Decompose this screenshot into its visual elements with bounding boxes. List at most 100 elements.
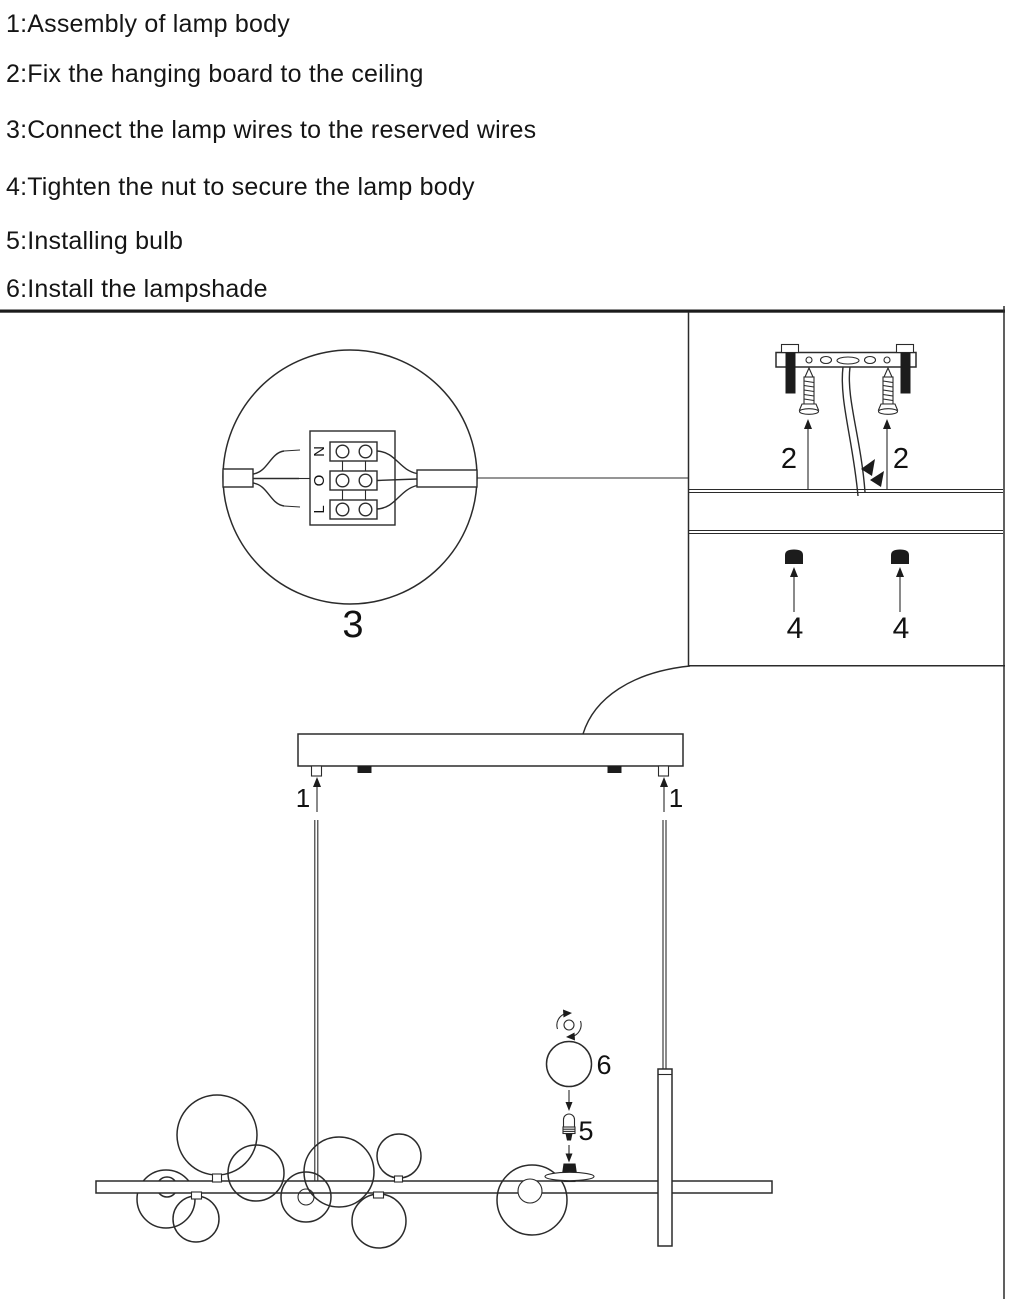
instruction-line-1: 1:Assembly of lamp body bbox=[6, 10, 290, 38]
wire bbox=[252, 450, 285, 475]
arrowhead bbox=[883, 419, 891, 429]
screw-right-icon bbox=[877, 366, 899, 415]
globe-fitting bbox=[517, 1178, 543, 1204]
bolt-cap bbox=[895, 343, 915, 354]
terminal-label-n: N bbox=[311, 446, 328, 457]
step5-label: 5 bbox=[578, 1116, 593, 1146]
bare-wire-tip bbox=[283, 505, 301, 508]
terminal-row-ground bbox=[329, 470, 378, 491]
ceiling-canopy bbox=[297, 733, 684, 767]
instruction-line-4: 4:Tighten the nut to secure the lamp bod… bbox=[6, 173, 475, 201]
board-slot bbox=[836, 356, 860, 365]
bare-wire-tip bbox=[283, 449, 301, 452]
glass-globe bbox=[280, 1171, 332, 1223]
globe-stem bbox=[393, 1175, 404, 1183]
bolt-shaft bbox=[900, 352, 911, 394]
nut-right bbox=[891, 549, 909, 564]
glass-globe bbox=[376, 1133, 422, 1179]
bulb-installation: 6 5 bbox=[544, 1009, 612, 1183]
glass-globe bbox=[303, 1136, 375, 1208]
step6-label: 6 bbox=[596, 1050, 611, 1080]
arrowhead bbox=[790, 567, 798, 577]
wire-end-arrow-icon bbox=[870, 471, 884, 487]
step4-label-right: 4 bbox=[893, 612, 910, 645]
terminal-screw bbox=[335, 502, 350, 517]
glass-globe bbox=[136, 1169, 196, 1229]
globe-stem bbox=[372, 1191, 385, 1199]
frame-lines bbox=[0, 306, 1005, 1299]
terminal-row-n bbox=[329, 441, 378, 462]
glass-globe bbox=[351, 1193, 407, 1249]
screw-tip bbox=[883, 366, 893, 378]
board-hole bbox=[819, 355, 833, 365]
step2-hanging-board-panel: 2 2 bbox=[775, 343, 917, 497]
bulb-glass bbox=[562, 1113, 576, 1128]
step4-nuts-panel: 4 4 bbox=[785, 549, 910, 645]
anchor-bolt-left bbox=[780, 343, 800, 394]
board-hole bbox=[805, 356, 813, 364]
bolt-shaft bbox=[785, 352, 796, 394]
arrowhead bbox=[660, 777, 668, 787]
bulb-base bbox=[562, 1126, 576, 1135]
anchor-bolt-right bbox=[895, 343, 915, 394]
arrowhead bbox=[565, 1102, 573, 1111]
lamp-bar bbox=[95, 1180, 773, 1194]
terminal-label-l: L bbox=[311, 505, 328, 513]
socket-cap bbox=[562, 1163, 577, 1174]
instruction-line-6: 6:Install the lampshade bbox=[6, 275, 268, 303]
arrowhead bbox=[896, 567, 904, 577]
board-hole bbox=[883, 356, 891, 364]
lampshade-globe bbox=[545, 1040, 593, 1088]
canopy-assembly: 1 1 bbox=[296, 665, 691, 1184]
terminal-row-l bbox=[329, 499, 378, 520]
divider-line bbox=[0, 309, 1005, 313]
bulb-socket bbox=[544, 1163, 595, 1183]
glass-globe bbox=[172, 1195, 220, 1243]
step3-label: 3 bbox=[342, 604, 363, 646]
terminal-screw bbox=[358, 502, 373, 517]
wire bbox=[376, 450, 418, 475]
globe-stem bbox=[190, 1191, 203, 1200]
canopy-tab bbox=[607, 766, 622, 773]
glass-globe bbox=[227, 1144, 285, 1202]
lamp-body bbox=[95, 1068, 773, 1249]
step2-label-left: 2 bbox=[781, 443, 797, 475]
wire bbox=[376, 484, 418, 510]
socket-flange bbox=[544, 1171, 595, 1182]
step2-label-right: 2 bbox=[893, 443, 909, 475]
screw-tip bbox=[804, 366, 814, 378]
step1-label-right: 1 bbox=[669, 783, 683, 813]
screw-left-icon bbox=[798, 366, 820, 415]
cable-end-left bbox=[222, 468, 254, 488]
globe-stem bbox=[211, 1173, 223, 1183]
pendant-rod bbox=[657, 1068, 673, 1247]
rotate-icon bbox=[556, 1009, 582, 1041]
reference-curve bbox=[582, 665, 691, 735]
arrowhead bbox=[565, 1153, 573, 1163]
wire bbox=[376, 478, 418, 482]
instruction-line-5: 5:Installing bulb bbox=[6, 227, 184, 255]
instruction-line-2: 2:Fix the hanging board to the ceiling bbox=[6, 60, 424, 88]
terminal-screw bbox=[335, 473, 350, 488]
hanging-board bbox=[775, 351, 917, 368]
nut-left bbox=[785, 549, 803, 564]
ceiling-wire-2 bbox=[848, 366, 866, 493]
board-hole bbox=[863, 355, 877, 365]
glass-globe bbox=[496, 1164, 568, 1236]
bolt-cap bbox=[780, 343, 800, 354]
cable-end-right bbox=[416, 469, 478, 488]
terminal-label-ground: O bbox=[311, 475, 328, 487]
glass-globe bbox=[176, 1094, 258, 1176]
terminal-screw bbox=[358, 444, 373, 459]
ceiling-wire-1 bbox=[841, 366, 859, 497]
wire-connector-right bbox=[657, 765, 670, 777]
terminal-screw bbox=[358, 473, 373, 488]
wire-end-arrow-icon bbox=[861, 459, 875, 476]
step1-label-left: 1 bbox=[296, 783, 310, 813]
step4-label-left: 4 bbox=[787, 612, 804, 645]
step3-wiring-detail: N O L 3 bbox=[222, 349, 688, 646]
bulb-pin bbox=[565, 1133, 573, 1141]
terminal-screw bbox=[335, 444, 350, 459]
